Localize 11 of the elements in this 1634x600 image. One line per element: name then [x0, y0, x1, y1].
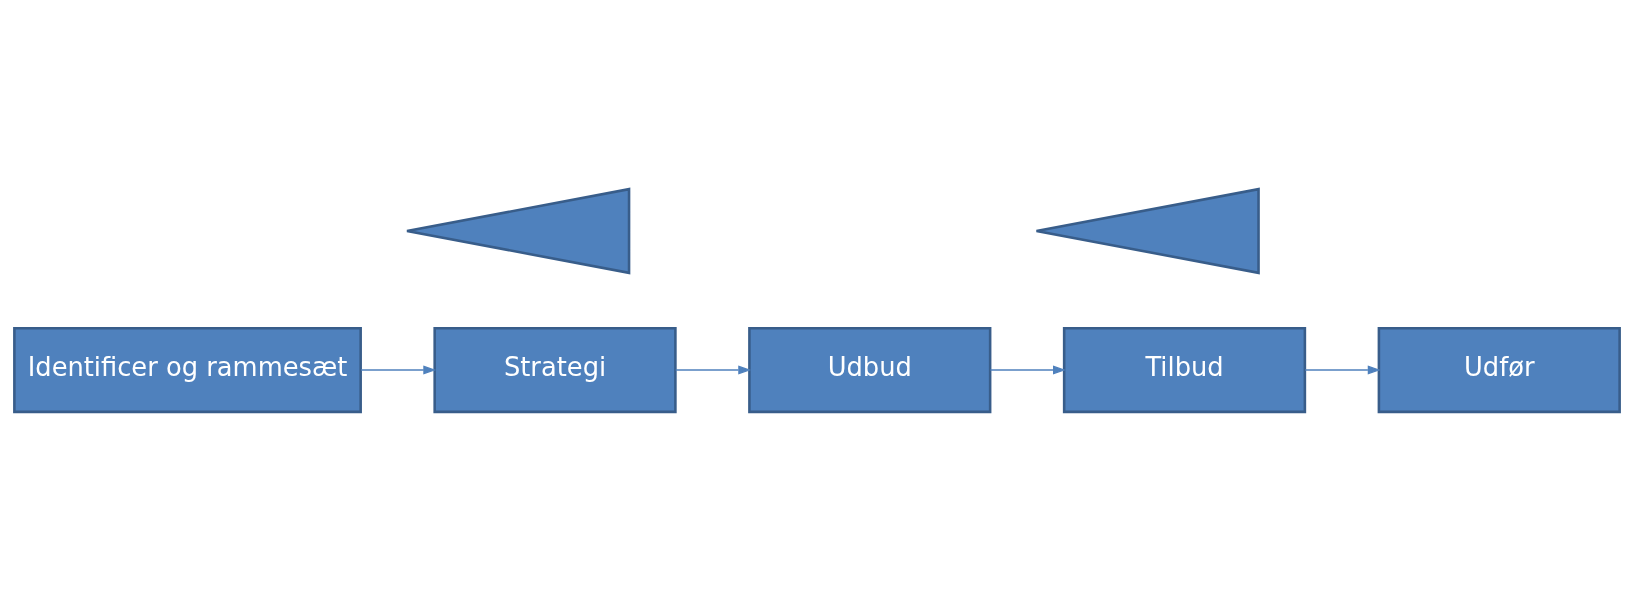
- arrow: [989, 365, 1066, 375]
- arrow: [675, 365, 752, 375]
- node-triangle: [405, 187, 631, 274]
- node-triangle: [1035, 187, 1260, 274]
- node-box: Udbud: [748, 326, 992, 413]
- node-box: Udfør: [1377, 326, 1621, 413]
- arrow: [1304, 365, 1381, 375]
- node-box: Strategi: [433, 326, 677, 413]
- arrow: [360, 365, 437, 375]
- node-box: Identificer og rammesæt: [13, 326, 362, 413]
- node-box: Tilbud: [1062, 326, 1307, 413]
